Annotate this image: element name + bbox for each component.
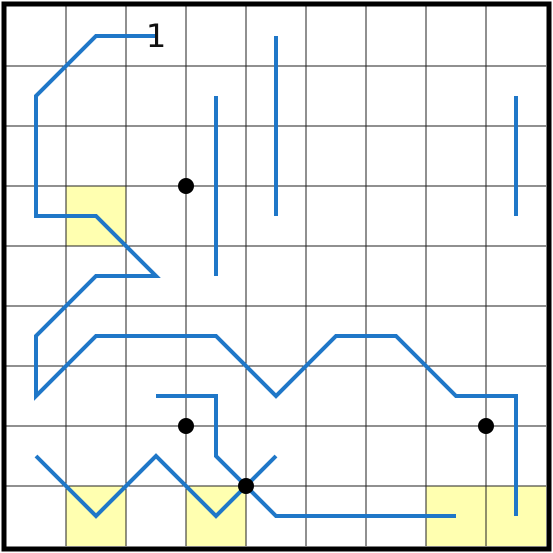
- path-lines: [34, 34, 518, 519]
- path-line: [34, 453, 278, 519]
- junction-dots: [178, 178, 494, 494]
- clue-number: 1: [146, 17, 166, 55]
- junction-dot: [478, 418, 494, 434]
- junction-dot: [178, 178, 194, 194]
- junction-dot: [178, 418, 194, 434]
- path-line: [156, 394, 456, 518]
- path-line: [34, 34, 518, 516]
- grid-lines: [6, 6, 546, 546]
- junction-dot: [238, 478, 254, 494]
